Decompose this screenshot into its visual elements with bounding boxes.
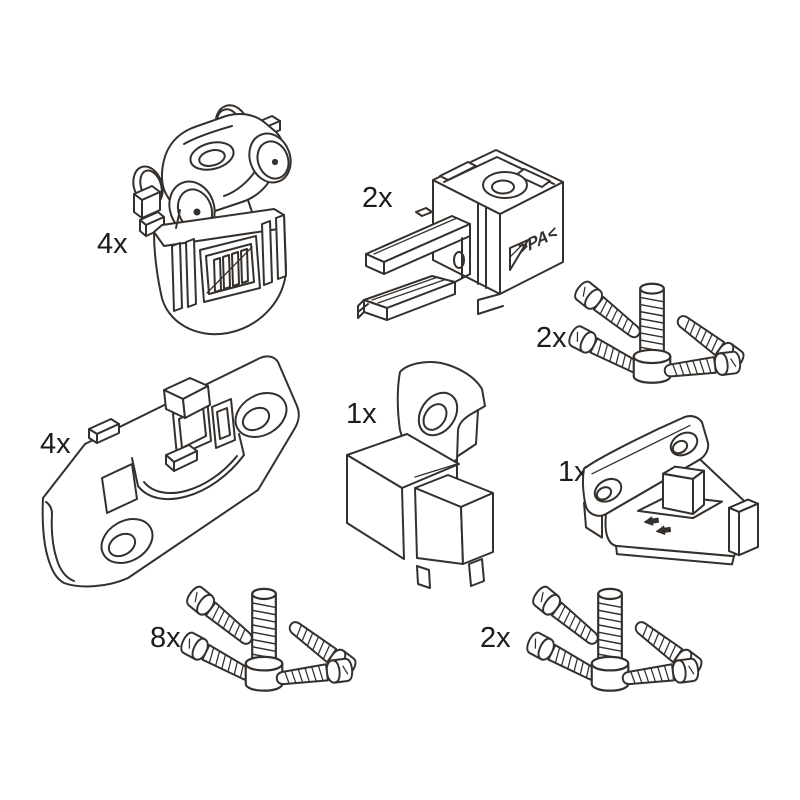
roller-carriage-drawing: [132, 104, 292, 336]
qty-label: 8x: [150, 622, 181, 654]
screw-cluster-drawing: [570, 279, 742, 386]
part-center-bracket: 1x: [344, 358, 496, 602]
part-screw-set-bottom-center: 2x: [476, 576, 691, 706]
center-bracket-drawing: [346, 361, 494, 589]
qty-label: 4x: [40, 428, 71, 460]
part-roller-carriage: 4x: [95, 95, 305, 345]
part-corner-bracket: 1x: [556, 406, 778, 582]
screw-cluster-drawing: [528, 584, 700, 694]
qty-label: 1x: [346, 398, 377, 430]
qty-label: 4x: [97, 228, 128, 260]
part-soft-close-damper: 2x >PA<: [357, 140, 573, 335]
soft-close-damper-drawing: >PA<: [357, 149, 564, 321]
corner-bracket-drawing: [581, 415, 759, 566]
part-screw-set-top-right: 2x: [530, 270, 745, 398]
arrow-marks: [643, 516, 672, 535]
mounting-plate-drawing: [41, 355, 300, 588]
part-screw-set-bottom-left: 8x: [146, 576, 361, 706]
qty-label: 2x: [362, 182, 393, 214]
screw-cluster-drawing: [182, 584, 354, 694]
qty-label: 2x: [536, 322, 567, 354]
qty-label: 2x: [480, 622, 511, 654]
part-mounting-plate: 4x: [38, 350, 300, 602]
